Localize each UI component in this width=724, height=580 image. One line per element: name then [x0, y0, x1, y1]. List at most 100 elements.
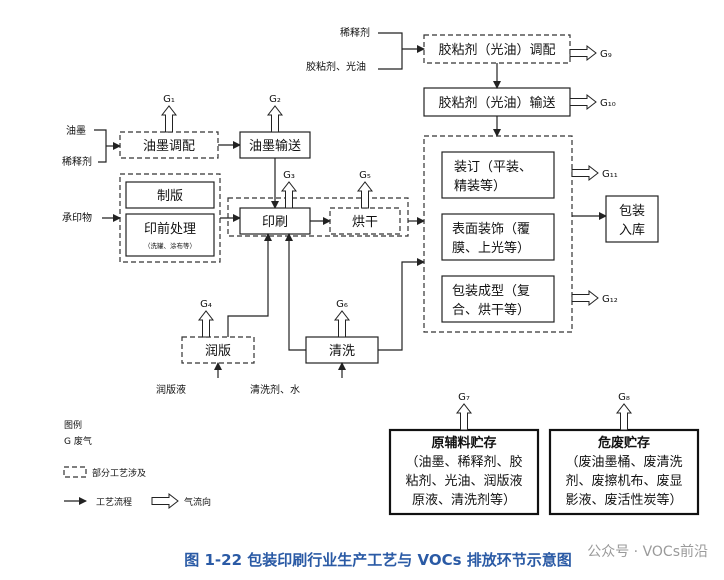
label-ink: 油墨 [66, 124, 86, 137]
ink-delivery-box [239, 131, 311, 159]
warehouse-box [605, 195, 659, 243]
gas-g11-arrow-icon [571, 164, 599, 182]
print-dry-group-box [227, 197, 409, 237]
gas-g1-arrow-icon [160, 105, 178, 133]
gas-g8-arrow-icon [615, 403, 633, 431]
gas-g2-arrow-icon [266, 105, 284, 133]
raw-storage-line-1: （油墨、稀释剂、胶 [405, 454, 522, 470]
prepress-box [125, 213, 215, 257]
gas-g6-label: G₆ [336, 299, 348, 310]
label-adhesive-varnish: 胶粘剂、光油 [306, 60, 366, 73]
figure-caption: 图 1-22 包装印刷行业生产工艺与 VOCs 排放环节示意图 [184, 551, 571, 569]
gas-g9-label: G₉ [600, 49, 612, 60]
package-forming-box [441, 275, 555, 323]
label-cleaner-water: 清洗剂、水 [250, 383, 300, 396]
label-diluent-top: 稀释剂 [340, 26, 370, 39]
adhesive-mixing-label: 胶粘剂（光油）调配 [438, 42, 555, 58]
platemaking-label: 制版 [157, 189, 183, 204]
package-forming-label-1: 包装成型（复 [452, 284, 530, 299]
gas-g9: G₉ [569, 44, 612, 62]
gas-g7: G₇ [455, 392, 473, 431]
connector-adhesive-inputs [378, 32, 403, 70]
gas-g5-arrow-icon [356, 181, 374, 209]
prepress-label: 印前处理 [144, 221, 196, 237]
gas-g5-label: G₅ [359, 170, 371, 181]
gas-g11-label: G₁₁ [602, 169, 618, 180]
legend: 图例 G 废气 部分工艺涉及 工艺流程 气流向 [63, 419, 211, 510]
gas-g12-arrow-icon [571, 289, 599, 307]
gas-g4-label: G₄ [200, 299, 212, 310]
gas-g12-label: G₁₂ [602, 294, 618, 305]
gas-g6: G₆ [333, 299, 351, 338]
finishing-group-box [423, 135, 573, 333]
printing-label: 印刷 [262, 215, 288, 230]
binding-label-1: 装订（平装、 [454, 160, 532, 175]
gas-g10: G₁₀ [569, 93, 616, 111]
hazardous-storage-line-1: （废油墨桶、废清洗 [565, 454, 682, 470]
legend-title: 图例 [64, 419, 82, 431]
gas-g1: G₁ [160, 94, 178, 133]
label-dampening-solution: 润版液 [156, 383, 186, 396]
gas-g6-arrow-icon [333, 310, 351, 338]
gas-g4-arrow-icon [197, 310, 215, 338]
legend-partial: 部分工艺涉及 [92, 467, 146, 479]
watermark: 公众号 · VOCs前沿 [587, 543, 708, 560]
legend-dashed-box-icon [63, 466, 87, 478]
gas-g1-label: G₁ [163, 94, 175, 105]
gas-g3: G₃ [280, 170, 298, 209]
gas-g2: G₂ [266, 94, 284, 133]
raw-storage-line-2: 粘剂、光油、润版液 [405, 474, 522, 489]
arrow-cleaning-to-finishing [378, 258, 425, 351]
gas-g8: G₈ [615, 392, 633, 431]
gas-g8-label: G₈ [618, 392, 630, 403]
legend-airflow-arrow-icon [151, 492, 179, 510]
adhesive-delivery-label: 胶粘剂（光油）输送 [438, 95, 555, 111]
gas-g12: G₁₂ [571, 289, 618, 307]
raw-storage-title: 原辅料贮存 [431, 435, 496, 451]
raw-material-storage-box [388, 428, 540, 516]
legend-flow: 工艺流程 [96, 496, 132, 508]
gas-g9-arrow-icon [569, 44, 597, 62]
arrow-dampening-to-printing [227, 233, 272, 337]
warehouse-label-2: 入库 [619, 222, 645, 238]
label-diluent-left: 稀释剂 [62, 155, 92, 168]
gas-g7-arrow-icon [455, 403, 473, 431]
dampening-box [181, 336, 255, 364]
surface-decoration-label-1: 表面装饰（覆 [452, 222, 530, 237]
drying-label: 烘干 [352, 215, 378, 230]
hazardous-waste-storage-box [548, 428, 700, 516]
raw-storage-line-3: 原液、清洗剂等） [412, 492, 516, 508]
gas-g3-label: G₃ [283, 170, 295, 181]
hazardous-storage-title: 危废贮存 [598, 435, 650, 451]
label-substrate: 承印物 [62, 211, 92, 224]
hazardous-storage-line-2: 剂、废擦机布、废显 [565, 473, 682, 489]
legend-airflow: 气流向 [184, 496, 211, 508]
gas-g10-arrow-icon [569, 93, 597, 111]
ink-mixing-label: 油墨调配 [143, 139, 195, 154]
legend-gas: G 废气 [64, 435, 92, 447]
hazardous-storage-line-3: 影液、废活性炭等） [565, 492, 682, 508]
package-forming-label-2: 合、烘干等） [452, 302, 530, 318]
dampening-label: 润版 [205, 344, 231, 359]
gas-g4: G₄ [197, 299, 215, 338]
binding-box [441, 151, 555, 199]
warehouse-label-1: 包装 [619, 204, 645, 219]
gas-g7-label: G₇ [458, 392, 470, 403]
surface-decoration-box [441, 213, 555, 261]
cleaning-label: 清洗 [329, 344, 355, 359]
surface-decoration-label-2: 膜、上光等） [452, 240, 530, 256]
adhesive-delivery-box [423, 87, 571, 117]
connector-ink-inputs [94, 129, 107, 163]
gas-g11: G₁₁ [571, 164, 618, 182]
gas-g5: G₅ [356, 170, 374, 209]
ink-delivery-label: 油墨输送 [249, 138, 301, 154]
gas-g3-arrow-icon [280, 181, 298, 209]
cleaning-box [305, 336, 379, 364]
gas-g2-label: G₂ [269, 94, 281, 105]
prepress-note: （洗罐、涂布等） [144, 241, 196, 250]
binding-label-2: 精装等） [454, 178, 506, 194]
arrow-cleaning-to-printing [285, 233, 306, 351]
platemaking-box [125, 181, 215, 209]
gas-g10-label: G₁₀ [600, 98, 616, 109]
